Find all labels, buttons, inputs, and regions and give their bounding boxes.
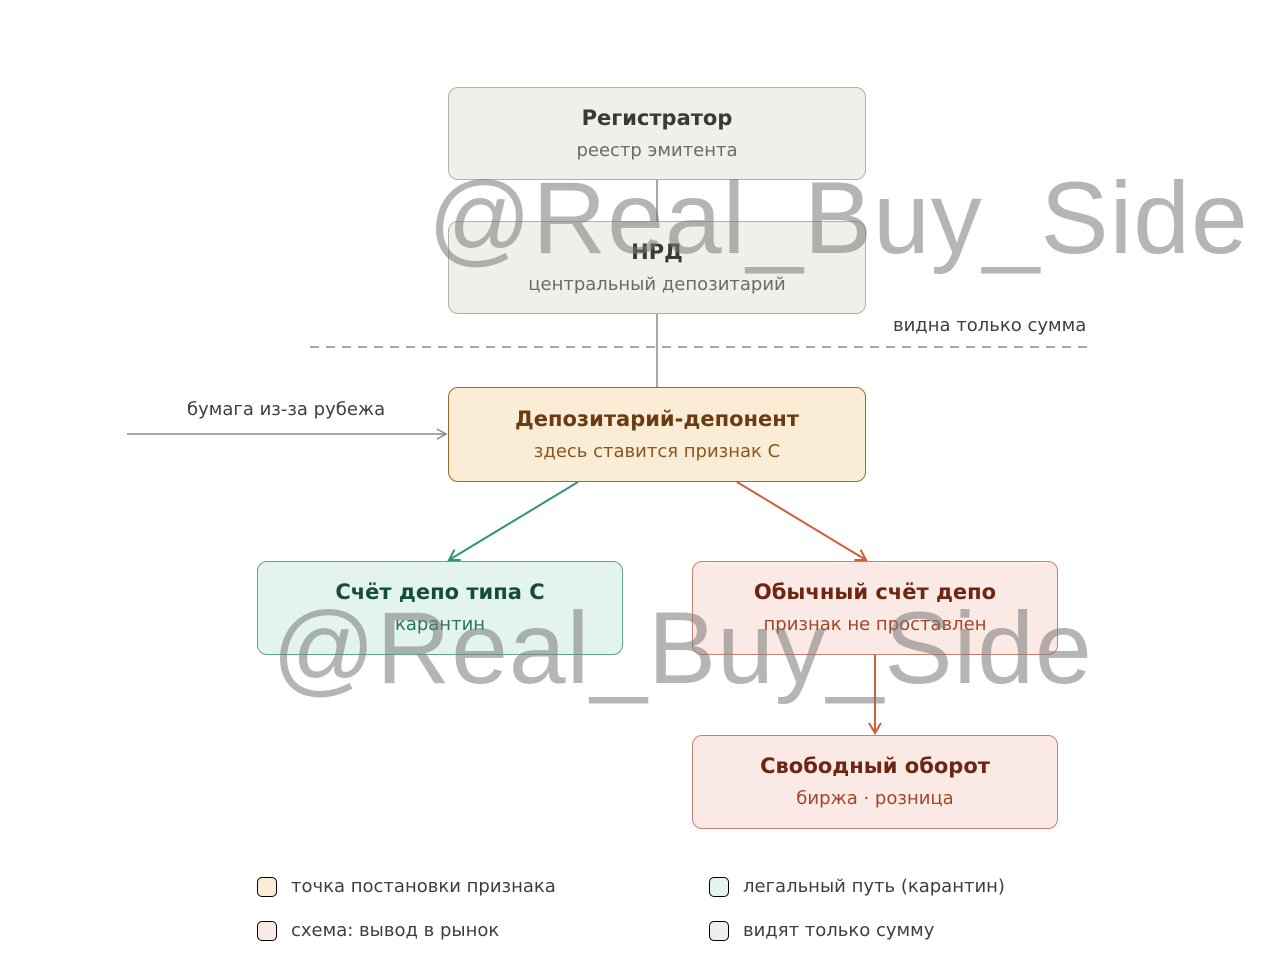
legal-path-arrow — [447, 481, 579, 562]
legend-swatch-green — [709, 876, 729, 897]
account-c-node: Счёт депо типа С карантин — [257, 561, 623, 655]
legend-swatch-gray — [709, 920, 729, 941]
nrd-node: НРД центральный депозитарий — [448, 221, 866, 314]
legend-item-red: схема: вывод в рынок — [257, 920, 499, 941]
legend-label: легальный путь (карантин) — [743, 876, 1005, 897]
nrd-title: НРД — [631, 239, 683, 264]
depositary-node: Депозитарий-депонент здесь ставится приз… — [448, 387, 866, 482]
regular-account-node: Обычный счёт депо признак не проставлен — [692, 561, 1058, 655]
depositary-subtitle: здесь ставится признак С — [533, 440, 781, 462]
nrd-subtitle: центральный депозитарий — [528, 273, 786, 295]
registrar-subtitle: реестр эмитента — [576, 139, 738, 161]
scheme-arrow — [736, 481, 868, 562]
registrar-title: Регистратор — [581, 105, 733, 130]
legend-swatch-red — [257, 920, 277, 941]
foreign-security-label: бумага из-за рубежа — [187, 399, 386, 420]
regular-account-title: Обычный счёт депо — [753, 580, 997, 605]
free-circulation-title: Свободный оборот — [760, 754, 990, 779]
regular-account-subtitle: признак не проставлен — [763, 614, 987, 636]
legend-label: точка постановки признака — [291, 876, 556, 897]
free-circulation-subtitle: биржа · розница — [796, 788, 954, 810]
depositary-title: Депозитарий-депонент — [515, 406, 799, 431]
legend-label: видят только сумму — [743, 920, 935, 941]
account-c-title: Счёт депо типа С — [335, 580, 545, 605]
legend-label: схема: вывод в рынок — [291, 920, 500, 941]
account-c-subtitle: карантин — [394, 614, 486, 636]
legend-item-gray: видят только сумму — [709, 920, 934, 941]
registrar-node: Регистратор реестр эмитента — [448, 87, 866, 180]
legend-item-amber: точка постановки признака — [257, 876, 556, 897]
visibility-label: видна только сумма — [893, 315, 1087, 336]
free-circulation-node: Свободный оборот биржа · розница — [692, 735, 1058, 829]
legend-item-green: легальный путь (карантин) — [709, 876, 1005, 897]
legend-swatch-amber — [257, 876, 277, 897]
